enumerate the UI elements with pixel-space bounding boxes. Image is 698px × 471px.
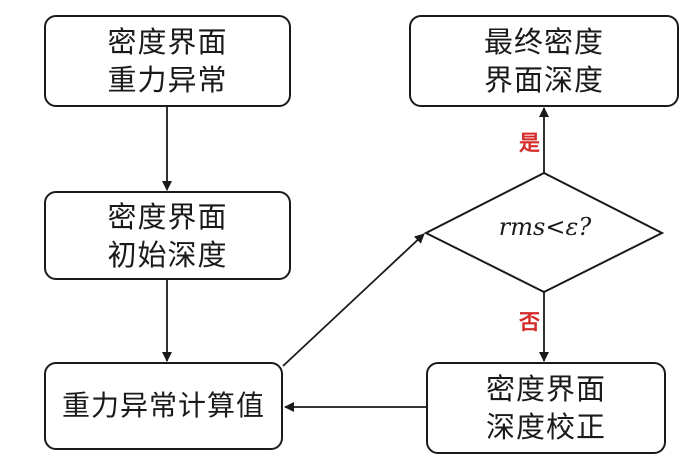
arrow-computed-to-decision [282,233,425,367]
node-final-depth-line2: 界面深度 [483,63,604,97]
node-initial-depth: 密度界面 初始深度 [44,191,291,280]
node-depth-correction-line2: 深度校正 [485,410,606,444]
node-initial-depth-line1: 密度界面 [107,199,228,234]
node-final-depth-line1: 最终密度 [483,25,604,59]
node-depth-correction: 密度界面 深度校正 [426,362,666,454]
edge-label-yes: 是 [519,131,540,155]
node-gravity-anomaly-line2: 重力异常 [107,63,228,97]
edge-label-no: 否 [519,310,540,334]
node-computed-gravity: 重力异常计算值 [44,362,283,450]
decision-condition: rms<ε? [498,213,592,241]
node-gravity-anomaly: 密度界面 重力异常 [44,15,291,107]
node-depth-correction-line1: 密度界面 [485,372,606,406]
node-computed-gravity-label: 重力异常计算值 [61,389,265,422]
node-gravity-anomaly-line1: 密度界面 [107,25,228,59]
node-final-depth: 最终密度 界面深度 [409,15,679,107]
node-initial-depth-line2: 初始深度 [107,237,228,272]
